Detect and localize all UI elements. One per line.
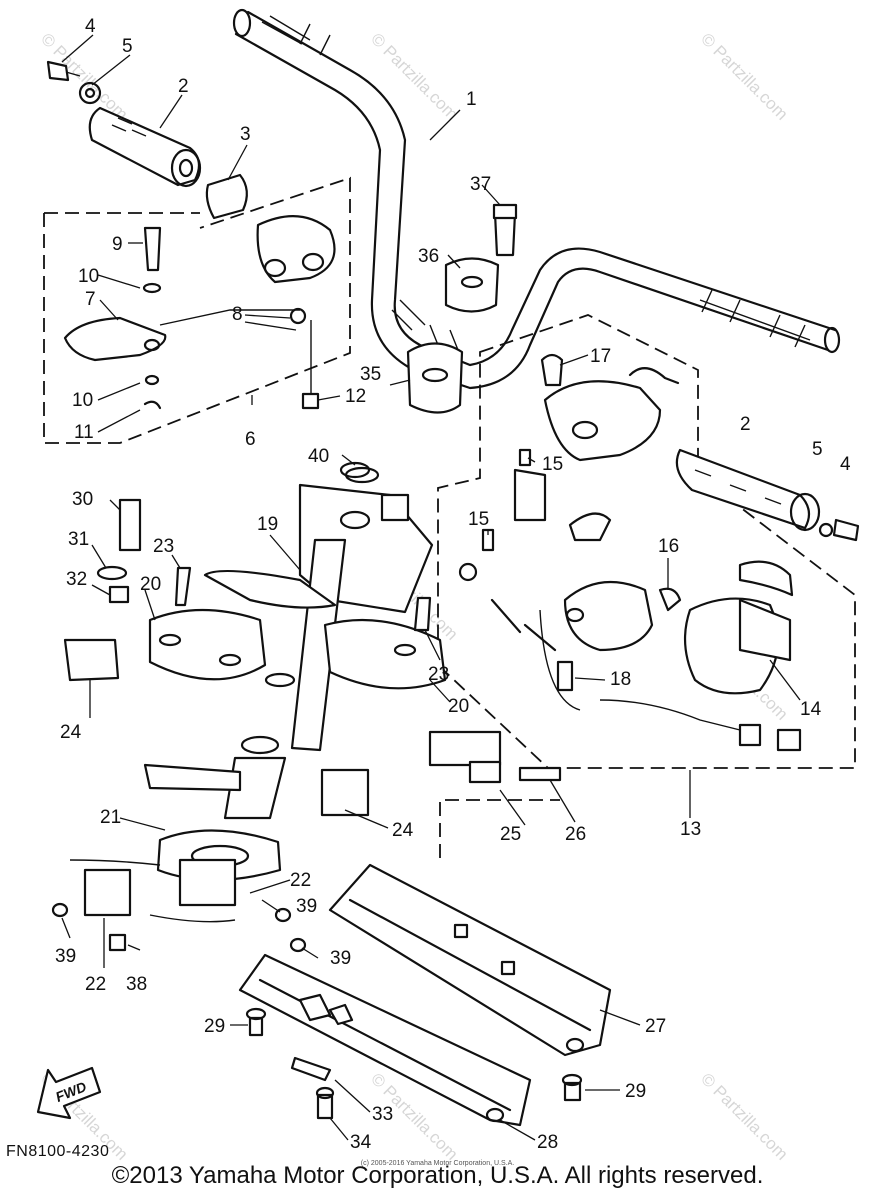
callout: 1 [466,89,477,110]
copyright-notice: ©2013 Yamaha Motor Corporation, U.S.A. A… [111,1162,764,1189]
callout: 2 [740,414,751,435]
callout: 14 [800,699,822,720]
leader-lines [61,34,801,1141]
callout: 27 [645,1016,666,1037]
small-copyright: (c) 2005-2016 Yamaha Motor Corporation, … [360,1160,515,1167]
callout: 31 [68,529,89,550]
callout: 17 [590,346,611,367]
callout: 18 [610,669,631,690]
callout: 11 [74,422,94,443]
callout: 19 [257,514,278,535]
callout: 32 [66,569,87,590]
callout: 26 [565,824,586,845]
diagram-code: FN8100-4230 [6,1143,110,1160]
callout: 24 [392,820,414,841]
callout: 25 [500,824,521,845]
callout: 4 [840,454,851,475]
callout: 39 [330,948,351,969]
callout: 23 [428,664,449,685]
callout: 8 [232,304,243,325]
callout: 9 [112,234,123,255]
callout: 22 [290,870,311,891]
callout: 30 [72,489,93,510]
callout: 37 [470,174,491,195]
callout: 33 [372,1104,393,1125]
callout: 39 [55,946,76,967]
callout: 29 [204,1016,225,1037]
left-grip [46,60,248,220]
callout: 6 [245,429,256,450]
watermark: © Partzilla.com [697,29,791,123]
callout: 20 [448,696,469,717]
callouts: 1 2 2 3 4 4 5 5 6 7 8 9 10 10 11 12 13 1… [55,16,851,1153]
callout: 22 [85,974,106,995]
watermark: © Partzilla.com [367,29,461,123]
callout: 29 [625,1081,646,1102]
callout: 13 [680,819,701,840]
callout: 38 [126,974,147,995]
callout: 2 [178,76,189,97]
steering-column [63,203,562,917]
throttle-assembly [43,176,351,444]
callout: 3 [240,124,251,145]
callout: 34 [350,1132,372,1153]
callout: 5 [812,439,823,460]
callout: 20 [140,574,161,595]
callout: 36 [418,246,439,267]
callout: 4 [85,16,96,37]
callout: 16 [658,536,679,557]
callout: 15 [468,509,489,530]
callout: 24 [60,722,82,743]
switch-assembly [437,314,860,769]
callout: 28 [537,1132,558,1153]
callout: 35 [360,364,381,385]
callout: 5 [122,36,133,57]
callout: 15 [542,454,563,475]
callout: 10 [78,266,99,287]
callout: 23 [153,536,174,557]
callout: 10 [72,390,93,411]
callout: 12 [345,386,366,407]
callout: 39 [296,896,317,917]
watermark: © Partzilla.com [697,1069,791,1163]
callout: 40 [308,446,329,467]
lower-cover [51,799,612,1127]
callout: 7 [85,289,96,310]
callout: 21 [100,807,121,828]
